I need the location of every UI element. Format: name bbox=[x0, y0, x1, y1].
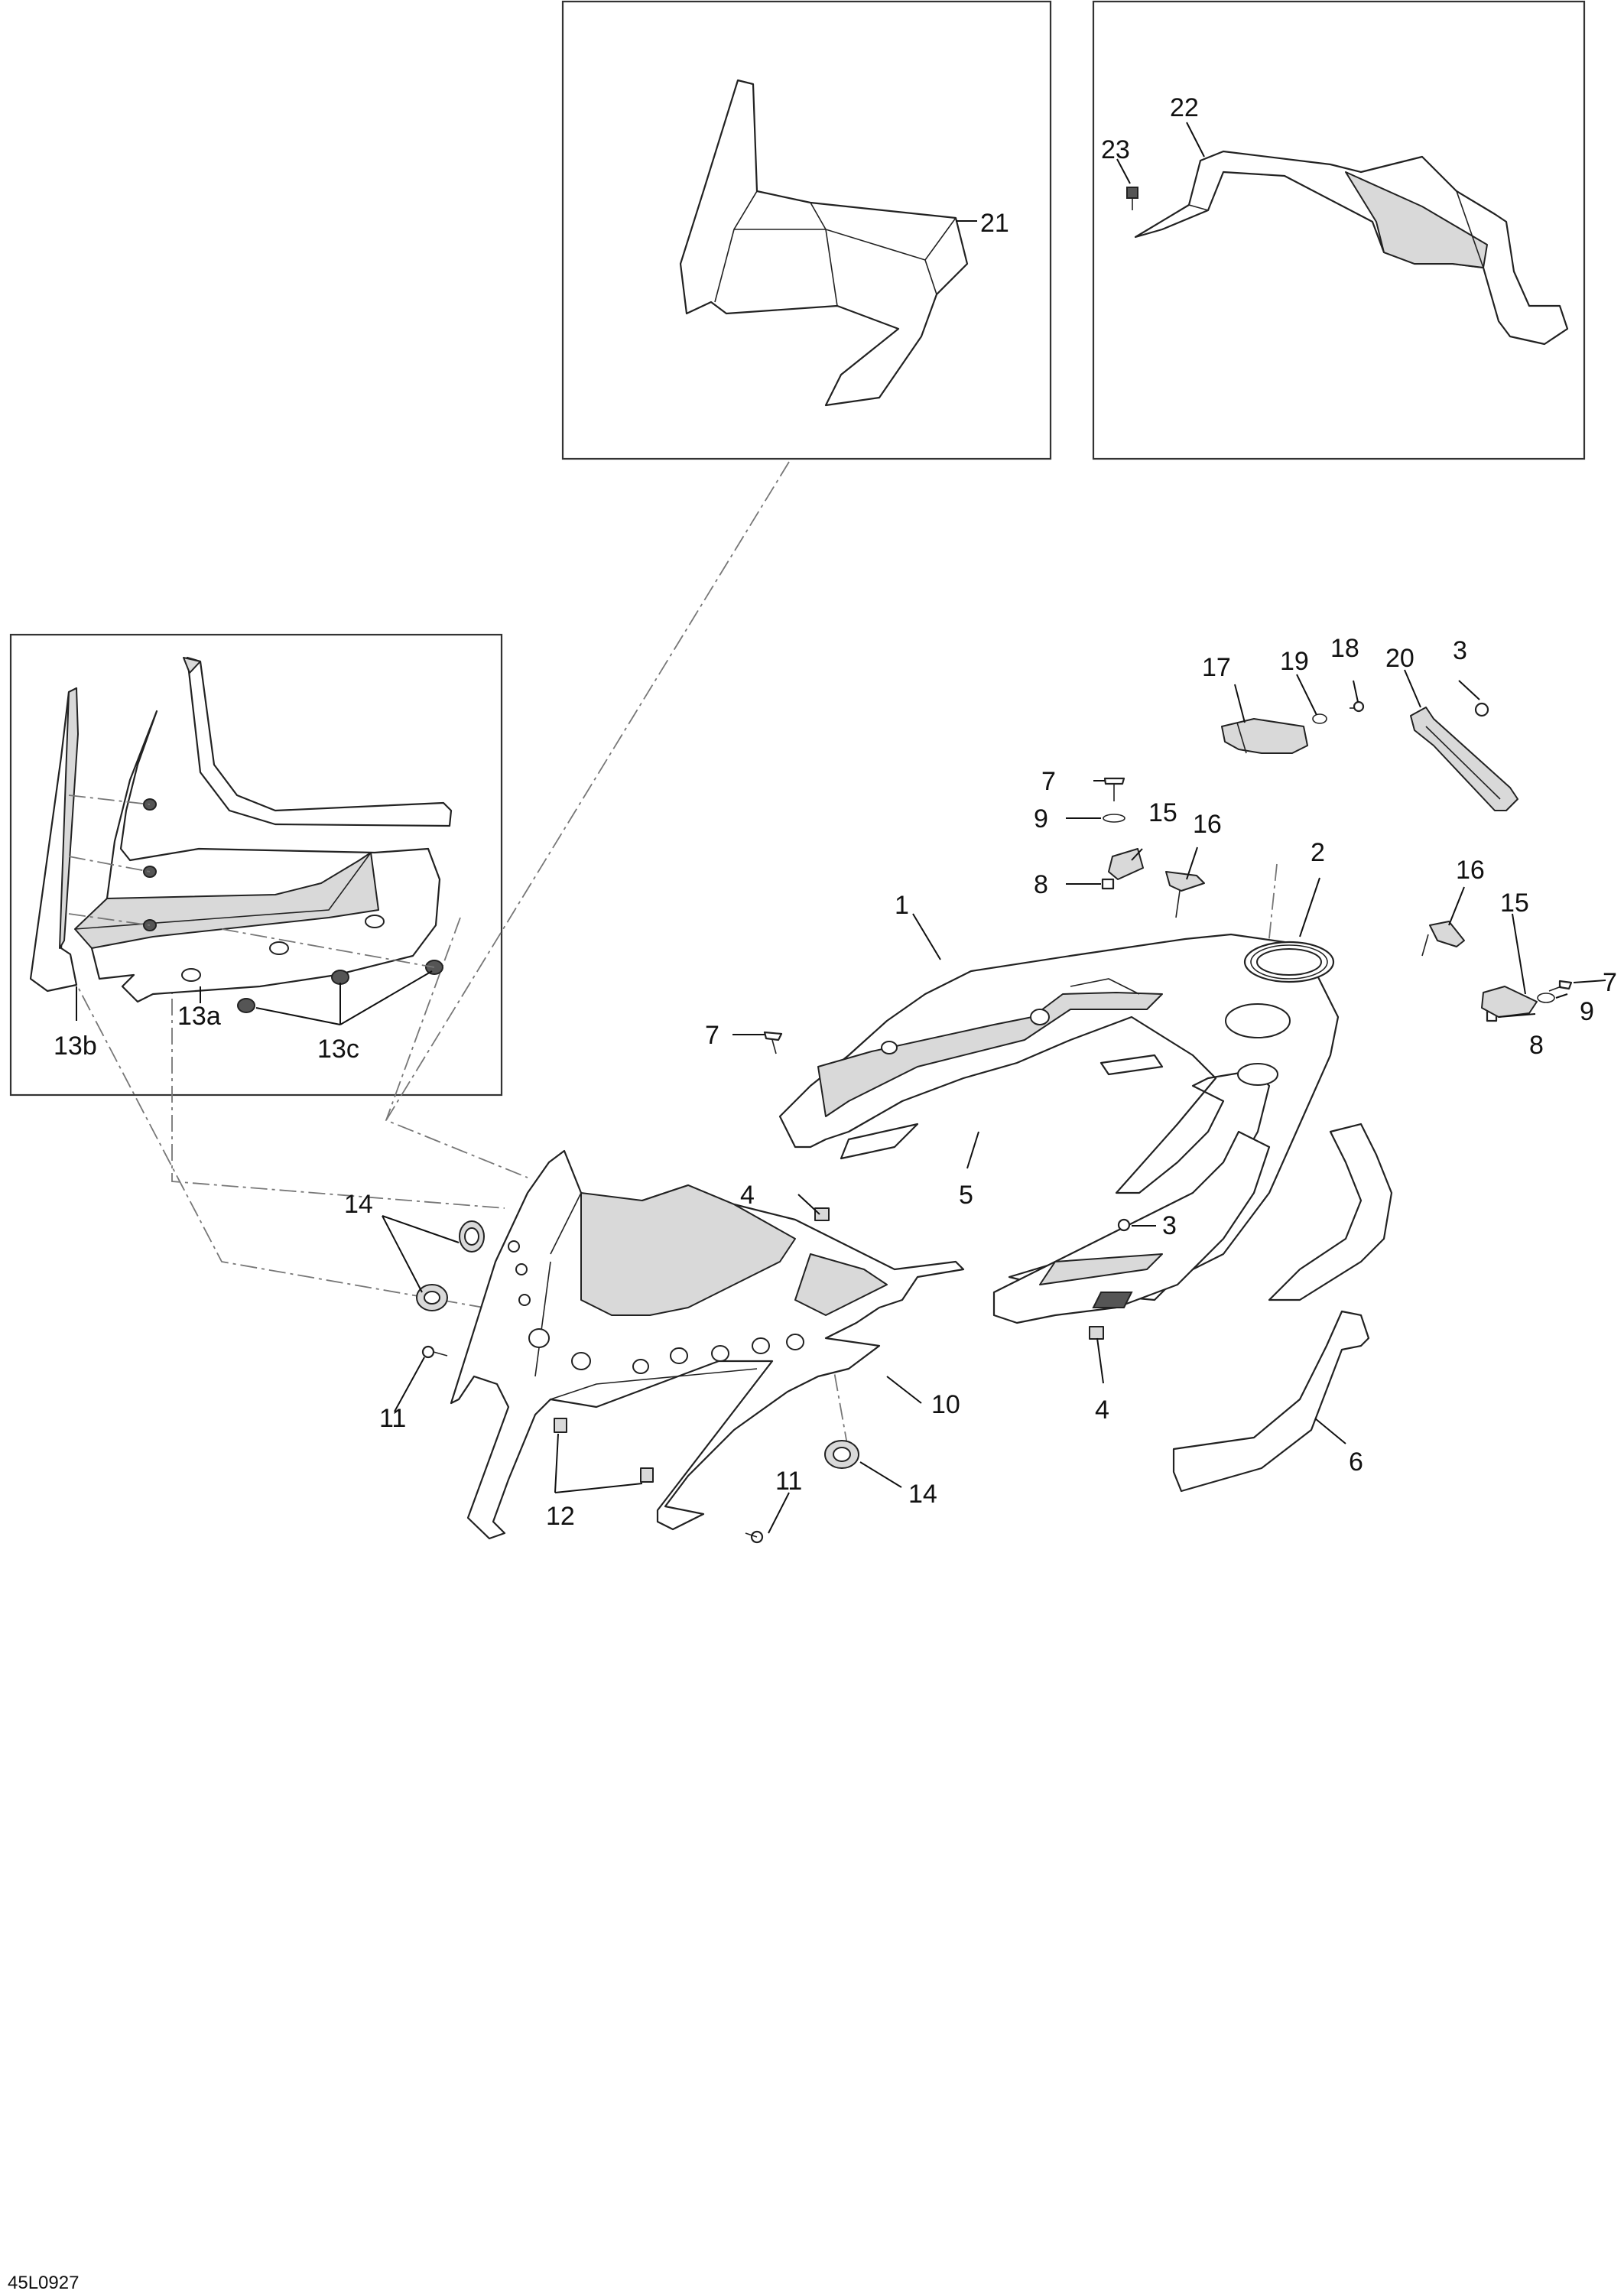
plug-part-14-left bbox=[416, 1284, 448, 1311]
callout-4-left: 4 bbox=[740, 1181, 755, 1210]
drawing-code: 45L0927 bbox=[8, 2273, 79, 2293]
screw-part-18 bbox=[1350, 700, 1365, 713]
callout-16-right: 16 bbox=[1456, 856, 1485, 885]
callout-1: 1 bbox=[895, 891, 909, 920]
strap-part-20 bbox=[1410, 707, 1518, 811]
callout-12: 12 bbox=[546, 1502, 575, 1531]
strip-part-6 bbox=[1172, 1310, 1370, 1493]
washer-part-19 bbox=[1312, 713, 1327, 724]
bracket-part-22 bbox=[1134, 150, 1569, 346]
plug-part-14-upper bbox=[459, 1220, 485, 1253]
callout-3-strap: 3 bbox=[1453, 636, 1467, 665]
leader-lines bbox=[76, 122, 1606, 1534]
callout-13c: 13c bbox=[317, 1035, 359, 1064]
screw-part-3 bbox=[1117, 702, 1489, 1232]
deflector-part-13a bbox=[74, 656, 453, 1003]
nose-cowl-part-10 bbox=[450, 1149, 965, 1540]
windshield-part-21 bbox=[679, 79, 969, 407]
inset-frame-deflector bbox=[9, 633, 503, 1097]
callout-23: 23 bbox=[1101, 135, 1130, 164]
callout-5: 5 bbox=[959, 1181, 973, 1210]
callout-3-body: 3 bbox=[1162, 1211, 1177, 1240]
inset-frame-bracket bbox=[1092, 0, 1586, 460]
callout-9-left: 9 bbox=[1034, 804, 1048, 833]
side-rail bbox=[1268, 1123, 1393, 1301]
screw-part-7 bbox=[763, 777, 1573, 1054]
inset-frame-windshield bbox=[561, 0, 1052, 460]
callout-17: 17 bbox=[1202, 653, 1231, 682]
callout-19: 19 bbox=[1280, 647, 1309, 676]
callout-21: 21 bbox=[980, 209, 1009, 238]
callout-11-left: 11 bbox=[379, 1404, 406, 1433]
callout-15-left: 15 bbox=[1148, 798, 1177, 827]
callout-labels: 1 2 3 3 4 4 5 6 7 7 7 8 8 9 9 10 11 11 1… bbox=[8, 93, 1617, 2293]
hinge-part-17 bbox=[1221, 718, 1308, 754]
callout-15-right: 15 bbox=[1500, 889, 1529, 918]
screw-part-11-left bbox=[421, 1345, 448, 1359]
callout-7-upper: 7 bbox=[1041, 767, 1056, 796]
body-panel-part-1 bbox=[778, 933, 1340, 1301]
callout-13b: 13b bbox=[54, 1032, 97, 1061]
callout-16-left: 16 bbox=[1193, 810, 1222, 839]
tab-part-16 bbox=[1165, 871, 1465, 957]
callout-13a: 13a bbox=[177, 1002, 221, 1031]
screw-part-11-right bbox=[745, 1530, 764, 1544]
callout-14-right: 14 bbox=[908, 1480, 937, 1509]
filler-ring-part-2 bbox=[1243, 941, 1335, 983]
callout-11-right: 11 bbox=[775, 1467, 802, 1496]
callout-8-left: 8 bbox=[1034, 870, 1048, 899]
callout-22: 22 bbox=[1170, 93, 1199, 122]
callout-14-left: 14 bbox=[344, 1190, 373, 1219]
callout-18: 18 bbox=[1330, 634, 1359, 663]
plug-part-14-right bbox=[824, 1440, 859, 1469]
deflector-part-13b bbox=[29, 687, 79, 993]
clip-part-12 bbox=[554, 1418, 654, 1483]
callout-4-right: 4 bbox=[1095, 1396, 1109, 1425]
screw-part-23 bbox=[1126, 187, 1138, 210]
callout-6: 6 bbox=[1349, 1448, 1363, 1477]
callout-20: 20 bbox=[1385, 644, 1415, 673]
nut-part-4 bbox=[814, 1207, 1104, 1340]
callout-9-right: 9 bbox=[1580, 997, 1594, 1026]
panel-part-5 bbox=[992, 1130, 1271, 1324]
callout-10: 10 bbox=[931, 1390, 960, 1419]
washer-part-9 bbox=[1103, 814, 1555, 1003]
callout-8-right: 8 bbox=[1529, 1031, 1544, 1060]
callout-7-left: 7 bbox=[705, 1021, 719, 1050]
callout-2: 2 bbox=[1311, 838, 1325, 867]
callout-7-right: 7 bbox=[1603, 968, 1617, 997]
